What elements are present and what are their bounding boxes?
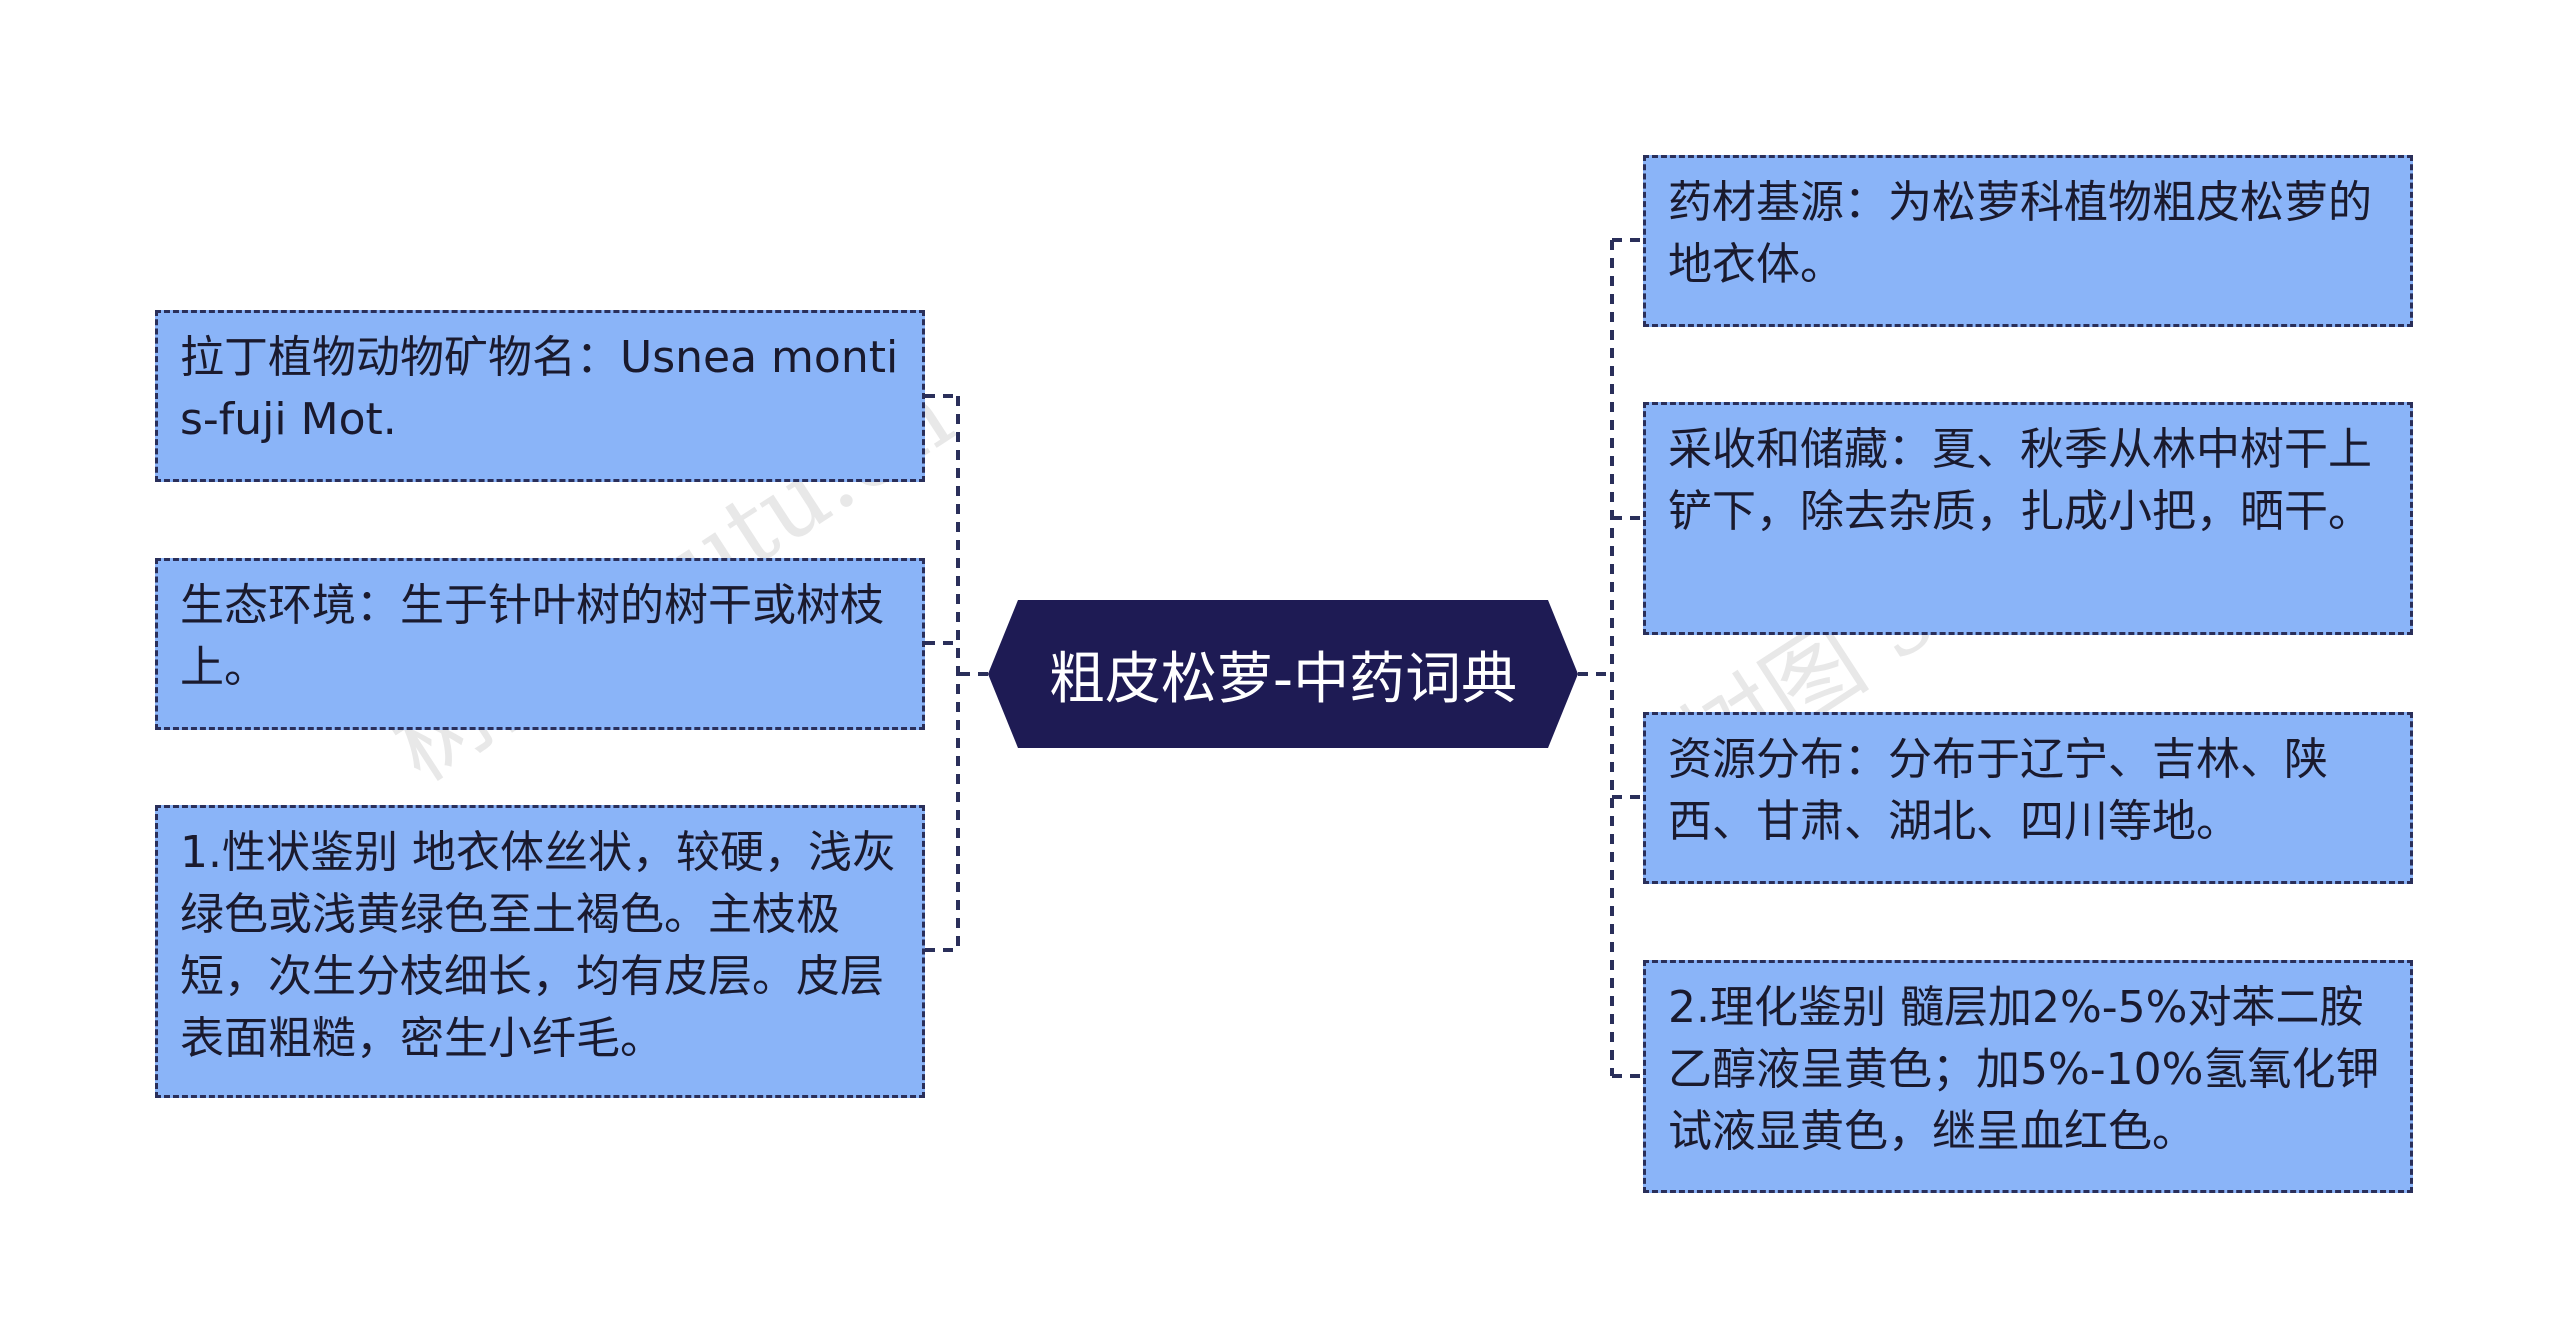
node-text: 药材基源：为松萝科植物粗皮松萝的地衣体。 xyxy=(1668,177,2372,290)
root-title: 粗皮松萝-中药词典 xyxy=(1048,646,1518,712)
node-text: 生态环境：生于针叶树的树干或树枝上。 xyxy=(180,580,884,693)
left-node-trait-identification[interactable]: 1.性状鉴别 地衣体丝状，较硬，浅灰绿色或浅黄绿色至土褐色。主枝极短，次生分枝细… xyxy=(155,805,925,1098)
node-text: 资源分布：分布于辽宁、吉林、陕西、甘肃、湖北、四川等地。 xyxy=(1668,734,2328,847)
left-node-habitat[interactable]: 生态环境：生于针叶树的树干或树枝上。 xyxy=(155,558,925,730)
right-node-harvest-storage[interactable]: 采收和储藏：夏、秋季从林中树干上铲下，除去杂质，扎成小把，晒干。 xyxy=(1643,402,2413,635)
root-hexagon xyxy=(988,600,1578,748)
root-node[interactable]: 粗皮松萝-中药词典 xyxy=(988,600,1578,748)
right-node-distribution[interactable]: 资源分布：分布于辽宁、吉林、陕西、甘肃、湖北、四川等地。 xyxy=(1643,712,2413,884)
node-text: 拉丁植物动物矿物名：Usnea montis-fuji Mot. xyxy=(180,332,899,445)
right-node-source[interactable]: 药材基源：为松萝科植物粗皮松萝的地衣体。 xyxy=(1643,155,2413,327)
node-text: 1.性状鉴别 地衣体丝状，较硬，浅灰绿色或浅黄绿色至土褐色。主枝极短，次生分枝细… xyxy=(180,827,896,1064)
node-text: 采收和储藏：夏、秋季从林中树干上铲下，除去杂质，扎成小把，晒干。 xyxy=(1668,424,2372,537)
left-node-latin-name[interactable]: 拉丁植物动物矿物名：Usnea montis-fuji Mot. xyxy=(155,310,925,482)
right-node-physicochemical-identification[interactable]: 2.理化鉴别 髓层加2%-5%对苯二胺乙醇液呈黄色；加5%-10%氢氧化钾试液显… xyxy=(1643,960,2413,1193)
node-text: 2.理化鉴别 髓层加2%-5%对苯二胺乙醇液呈黄色；加5%-10%氢氧化钾试液显… xyxy=(1668,982,2380,1157)
